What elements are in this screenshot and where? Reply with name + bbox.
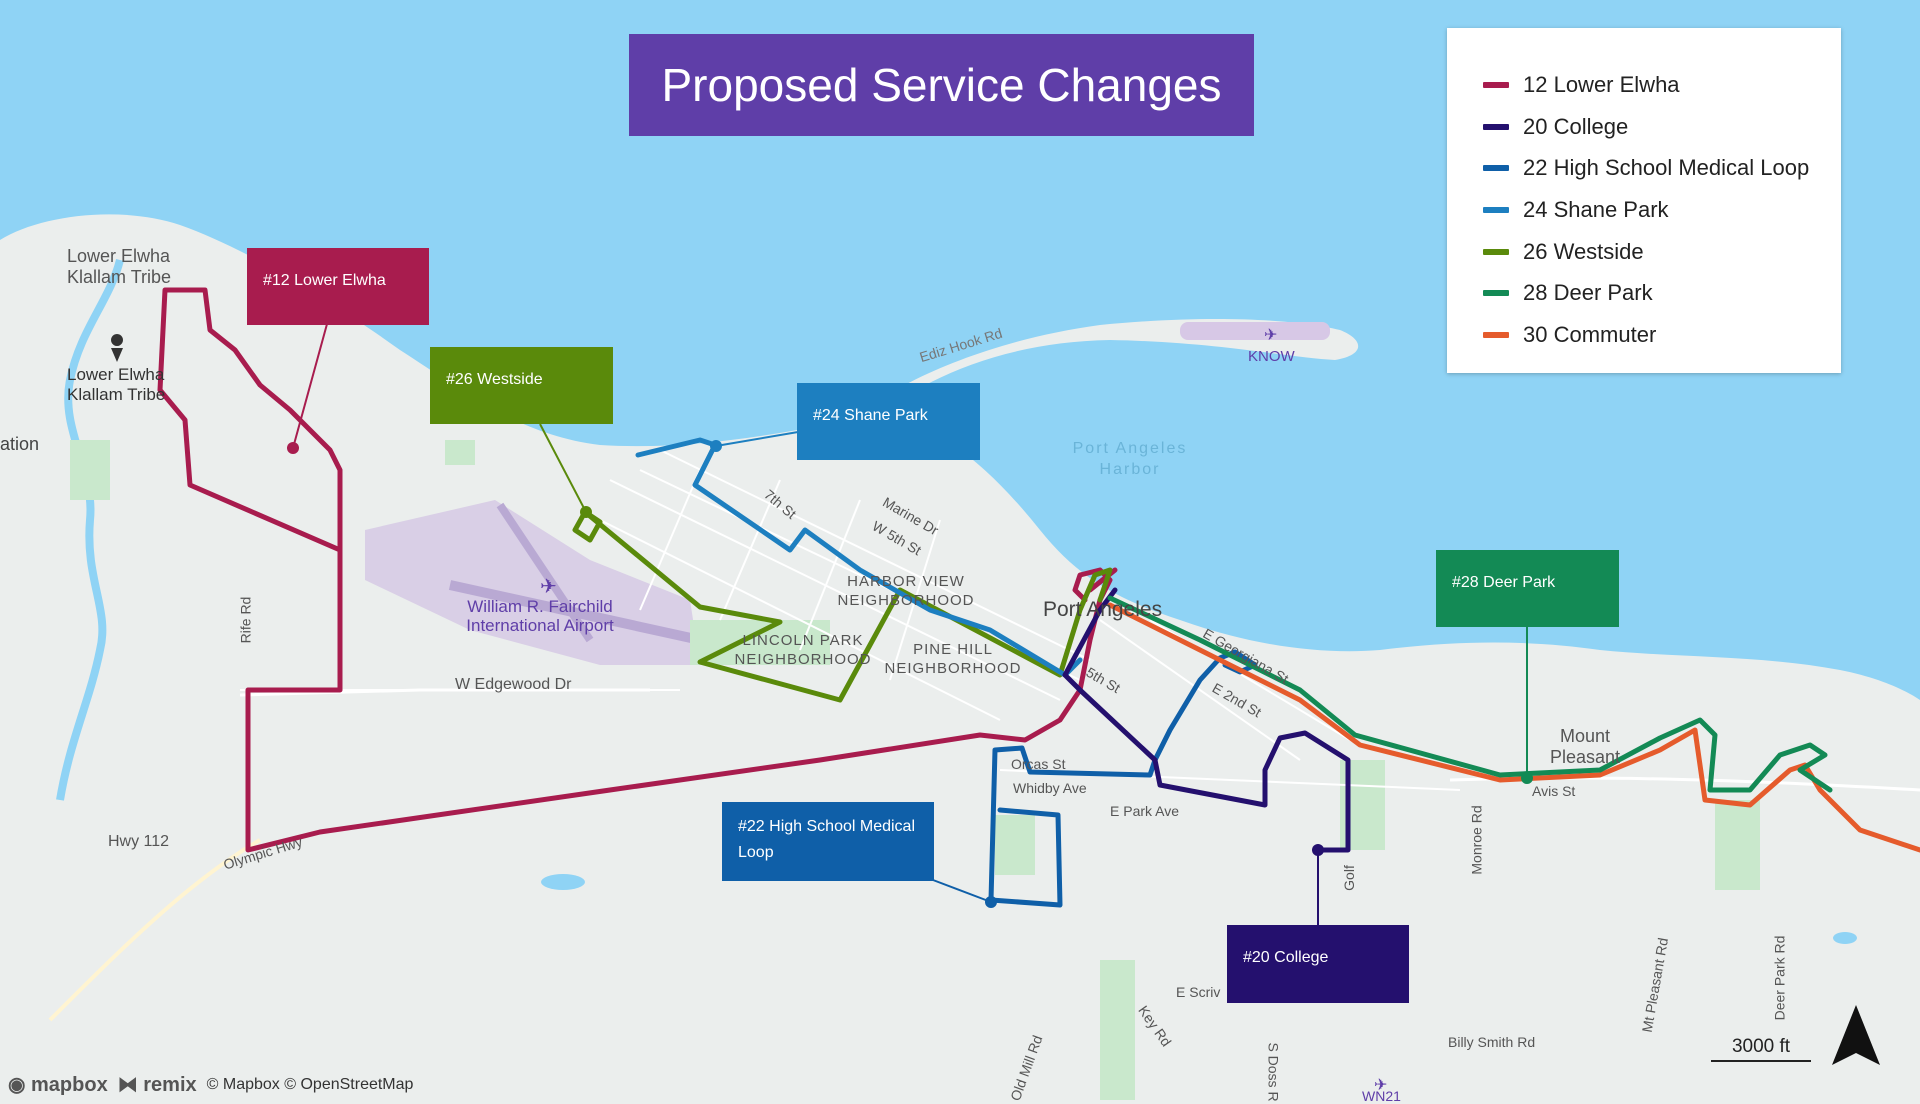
route-26-line[interactable] (572, 509, 1113, 703)
legend-label: 12 Lower Elwha (1523, 71, 1680, 97)
label-e-scriv: E Scriv (1176, 984, 1221, 1000)
legend-item-26[interactable]: 26 Westside (1483, 231, 1841, 273)
scale-bar: 3000 ft (1711, 1036, 1811, 1062)
legend-item-30[interactable]: 30 Commuter (1483, 314, 1841, 356)
legend-item-24[interactable]: 24 Shane Park (1483, 189, 1841, 231)
label-avis-st: Avis St (1532, 783, 1576, 799)
north-arrow-icon (1832, 1005, 1880, 1065)
callout-route-22[interactable]: #22 High School Medical Loop (722, 802, 934, 881)
label-wn21: WN21 (1362, 1088, 1401, 1104)
label-lincoln-park: LINCOLN PARK NEIGHBORHOOD (734, 632, 872, 668)
label-deer-park-rd: Deer Park Rd (1771, 935, 1788, 1021)
know-airport-icon: ✈ (1264, 325, 1277, 344)
legend-swatch (1483, 165, 1509, 172)
legend-swatch (1483, 123, 1509, 130)
attribution-text[interactable]: © Mapbox © OpenStreetMap (206, 1075, 414, 1093)
callout-route-12[interactable]: #12 Lower Elwha (247, 248, 429, 325)
legend-item-22[interactable]: 22 High School Medical Loop (1483, 147, 1841, 189)
label-lower-elwha-tribe-1: Lower Elwha Klallam Tribe (67, 246, 172, 287)
airport-icon: ✈ (540, 574, 557, 598)
label-monroe-rd: Monroe Rd (1468, 805, 1485, 875)
legend-item-12[interactable]: 12 Lower Elwha (1483, 64, 1841, 106)
map-pin-icon (111, 334, 124, 362)
hwy-112-road (48, 838, 261, 1022)
legend-item-20[interactable]: 20 College (1483, 106, 1841, 148)
mapbox-logo[interactable]: ◉ mapbox (8, 1074, 108, 1096)
label-port-angeles: Port Angeles (1043, 598, 1163, 621)
map-title: Proposed Service Changes (629, 34, 1254, 136)
legend-swatch (1483, 81, 1509, 88)
callout-route-28[interactable]: #28 Deer Park (1436, 550, 1619, 627)
legend-swatch (1483, 248, 1509, 255)
label-mount-pleasant: Mount Pleasant (1549, 726, 1621, 767)
legend-label: 26 Westside (1523, 238, 1644, 264)
attribution: ◉ mapbox ⧓ remix © Mapbox © OpenStreetMa… (8, 1072, 413, 1097)
label-billy-smith-rd: Billy Smith Rd (1448, 1034, 1536, 1050)
label-ation: ation (0, 434, 40, 454)
label-lower-elwha-tribe-2: Lower Elwha Klallam Tribe (67, 365, 166, 404)
ediz-hook (850, 318, 1359, 425)
mapbox-logo-icon: ◉ (8, 1074, 26, 1096)
legend-label: 22 High School Medical Loop (1523, 155, 1810, 181)
wn21-airport-icon: ✈ (1374, 1075, 1387, 1094)
label-golf: Golf (1340, 865, 1357, 891)
remix-logo[interactable]: ⧓ remix (117, 1074, 197, 1096)
callout-route-20[interactable]: #20 College (1227, 925, 1409, 1003)
legend-swatch (1483, 290, 1509, 297)
callout-route-24[interactable]: #24 Shane Park (797, 383, 980, 460)
callout-route-26[interactable]: #26 Westside (430, 347, 613, 424)
legend-swatch (1483, 206, 1509, 213)
label-hwy-112: Hwy 112 (108, 833, 170, 850)
route-28-line[interactable] (1107, 595, 1833, 793)
route-24-line[interactable] (635, 437, 1083, 678)
legend: 12 Lower Elwha 20 College 22 High School… (1447, 28, 1841, 373)
label-rife-rd: Rife Rd (237, 596, 254, 644)
label-w-edgewood: W Edgewood Dr (455, 676, 572, 693)
land-mass (0, 214, 1920, 1104)
legend-label: 24 Shane Park (1523, 196, 1669, 222)
label-e-park-ave: E Park Ave (1110, 803, 1180, 819)
legend-label: 20 College (1523, 113, 1629, 139)
legend-swatch (1483, 331, 1509, 338)
know-airfield (1180, 322, 1330, 340)
label-airport: William R. Fairchild International Airpo… (466, 597, 614, 635)
label-harbor-view: HARBOR VIEW NEIGHBORHOOD (837, 573, 975, 609)
label-pine-hill: PINE HILL NEIGHBORHOOD (884, 641, 1022, 677)
label-orcas-st: Orcas St (1011, 756, 1066, 772)
legend-label: 28 Deer Park (1523, 280, 1653, 306)
label-s-doss: S Doss R (1265, 1042, 1282, 1102)
remix-logo-icon: ⧓ (117, 1074, 138, 1096)
label-whidby-ave: Whidby Ave (1013, 780, 1087, 796)
legend-label: 30 Commuter (1523, 321, 1657, 347)
elwha-river (56, 258, 124, 801)
label-harbor: Port Angeles Harbor (1072, 440, 1188, 478)
route-20-line[interactable] (1062, 587, 1351, 853)
label-know: KNOW (1248, 348, 1295, 365)
legend-item-28[interactable]: 28 Deer Park (1483, 272, 1841, 314)
